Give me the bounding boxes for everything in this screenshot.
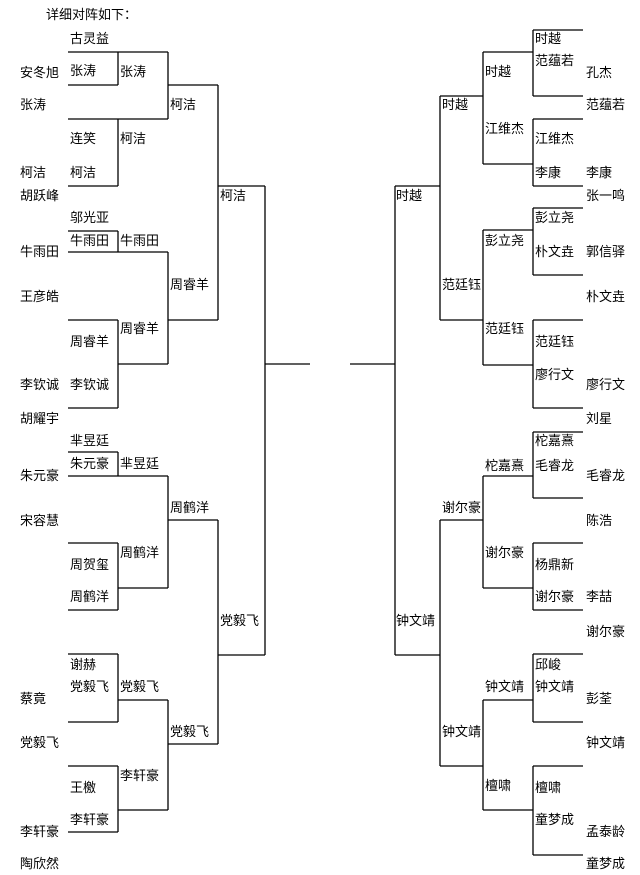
right-r1-name: 江维杰 xyxy=(535,132,575,147)
left-player: 蔡竟 xyxy=(20,692,47,707)
left-player: 胡跃峰 xyxy=(20,189,60,204)
right-r1-name: 钟文靖 xyxy=(535,680,575,695)
left-player: 柯洁 xyxy=(20,166,47,181)
left-r2-name: 芈昱廷 xyxy=(120,457,160,472)
right-r2-name: 江维杰 xyxy=(485,122,525,137)
right-player: 陈浩 xyxy=(586,514,613,529)
left-player: 王彦皓 xyxy=(20,290,60,305)
right-r1-name: 童梦成 xyxy=(535,813,575,828)
right-r4-name: 时越 xyxy=(396,189,423,204)
right-player: 谢尔豪 xyxy=(586,625,626,640)
right-r4-name: 钟文靖 xyxy=(396,614,436,629)
left-r4-name: 柯洁 xyxy=(220,189,247,204)
left-r2-name: 党毅飞 xyxy=(120,680,160,695)
right-player: 李喆 xyxy=(586,590,613,605)
right-player: 彭荃 xyxy=(586,692,613,707)
right-r1-name: 范蕴若 xyxy=(535,54,575,69)
left-r3-name: 柯洁 xyxy=(170,98,197,113)
right-r3-name: 范廷钰 xyxy=(442,278,482,293)
left-r1-name: 党毅飞 xyxy=(70,680,110,695)
right-r1-name: 廖行文 xyxy=(535,368,575,383)
right-r3-name: 钟文靖 xyxy=(442,725,482,740)
right-r1-name: 时越 xyxy=(535,32,562,47)
right-r3-name: 时越 xyxy=(442,98,469,113)
right-r1-name: 彭立尧 xyxy=(535,211,575,226)
right-r2-name: 范廷钰 xyxy=(485,322,525,337)
right-player: 童梦成 xyxy=(586,857,626,872)
right-r2-name: 钟文靖 xyxy=(485,680,525,695)
left-r2-name: 张涛 xyxy=(120,65,147,80)
left-r1-name: 谢赫 xyxy=(70,658,97,673)
left-player: 李轩豪 xyxy=(20,825,60,840)
right-player: 孟泰龄 xyxy=(586,825,626,840)
left-player: 陶欣然 xyxy=(20,857,60,872)
left-r1-name: 周贺玺 xyxy=(70,558,110,573)
left-r1-name: 张涛 xyxy=(70,64,97,79)
right-player: 刘星 xyxy=(586,412,613,427)
left-r2-name: 周鹤洋 xyxy=(120,546,160,561)
page-title: 详细对阵如下： xyxy=(46,8,138,23)
right-player: 钟文靖 xyxy=(586,736,626,751)
right-r2-name: 时越 xyxy=(485,65,512,80)
right-r1-name: 邱峻 xyxy=(535,658,562,673)
right-r2-name: 谢尔豪 xyxy=(485,546,525,561)
left-r2-name: 李轩豪 xyxy=(120,769,160,784)
left-r1-name: 牛雨田 xyxy=(70,234,110,249)
right-r2-name: 彭立尧 xyxy=(485,234,525,249)
right-player: 张一鸣 xyxy=(586,189,626,204)
left-player: 朱元豪 xyxy=(20,469,60,484)
right-r1-name: 谢尔豪 xyxy=(535,590,575,605)
left-player: 牛雨田 xyxy=(20,245,60,260)
left-r1-name: 王檄 xyxy=(70,781,97,796)
right-r1-name: 柁嘉熹 xyxy=(535,434,575,449)
left-r1-name: 李轩豪 xyxy=(70,813,110,828)
right-player: 范蕴若 xyxy=(586,98,626,113)
left-player: 安冬旭 xyxy=(20,66,60,81)
left-r1-name: 邬光亚 xyxy=(70,211,110,226)
right-player: 孔杰 xyxy=(586,66,613,81)
left-r2-name: 柯洁 xyxy=(120,132,147,147)
left-r1-name: 连笑 xyxy=(70,132,97,147)
right-r2-name: 檀啸 xyxy=(485,779,512,794)
right-r3-name: 谢尔豪 xyxy=(442,501,482,516)
left-player: 李钦诚 xyxy=(20,378,60,393)
left-r1-name: 李钦诚 xyxy=(70,378,110,393)
left-r4-name: 党毅飞 xyxy=(220,614,260,629)
right-player: 廖行文 xyxy=(586,378,626,393)
left-r3-name: 党毅飞 xyxy=(170,725,210,740)
right-r1-name: 李康 xyxy=(535,166,562,181)
right-r1-name: 朴文垚 xyxy=(535,245,575,260)
right-r1-name: 范廷钰 xyxy=(535,335,575,350)
right-player: 朴文垚 xyxy=(586,290,626,305)
left-r1-name: 周睿羊 xyxy=(70,335,110,350)
left-r3-name: 周鹤洋 xyxy=(170,501,210,516)
right-r1-name: 杨鼎新 xyxy=(535,558,575,573)
right-player: 毛睿龙 xyxy=(586,469,626,484)
left-r1-name: 古灵益 xyxy=(70,32,110,47)
left-r1-name: 周鹤洋 xyxy=(70,590,110,605)
left-player: 张涛 xyxy=(20,98,47,113)
left-player: 党毅飞 xyxy=(20,736,60,751)
left-r2-name: 牛雨田 xyxy=(120,234,160,249)
left-player: 宋容慧 xyxy=(20,514,60,529)
left-player: 胡耀宇 xyxy=(20,412,60,427)
right-player: 郭信驿 xyxy=(586,245,626,260)
right-r1-name: 檀啸 xyxy=(535,781,562,796)
left-r1-name: 芈昱廷 xyxy=(70,434,110,449)
right-r1-name: 毛睿龙 xyxy=(535,459,575,474)
left-r1-name: 朱元豪 xyxy=(70,457,110,472)
left-r3-name: 周睿羊 xyxy=(170,278,210,293)
right-player: 李康 xyxy=(586,166,613,181)
left-r2-name: 周睿羊 xyxy=(120,322,160,337)
left-r1-name: 柯洁 xyxy=(70,166,97,181)
right-r2-name: 柁嘉熹 xyxy=(485,459,525,474)
